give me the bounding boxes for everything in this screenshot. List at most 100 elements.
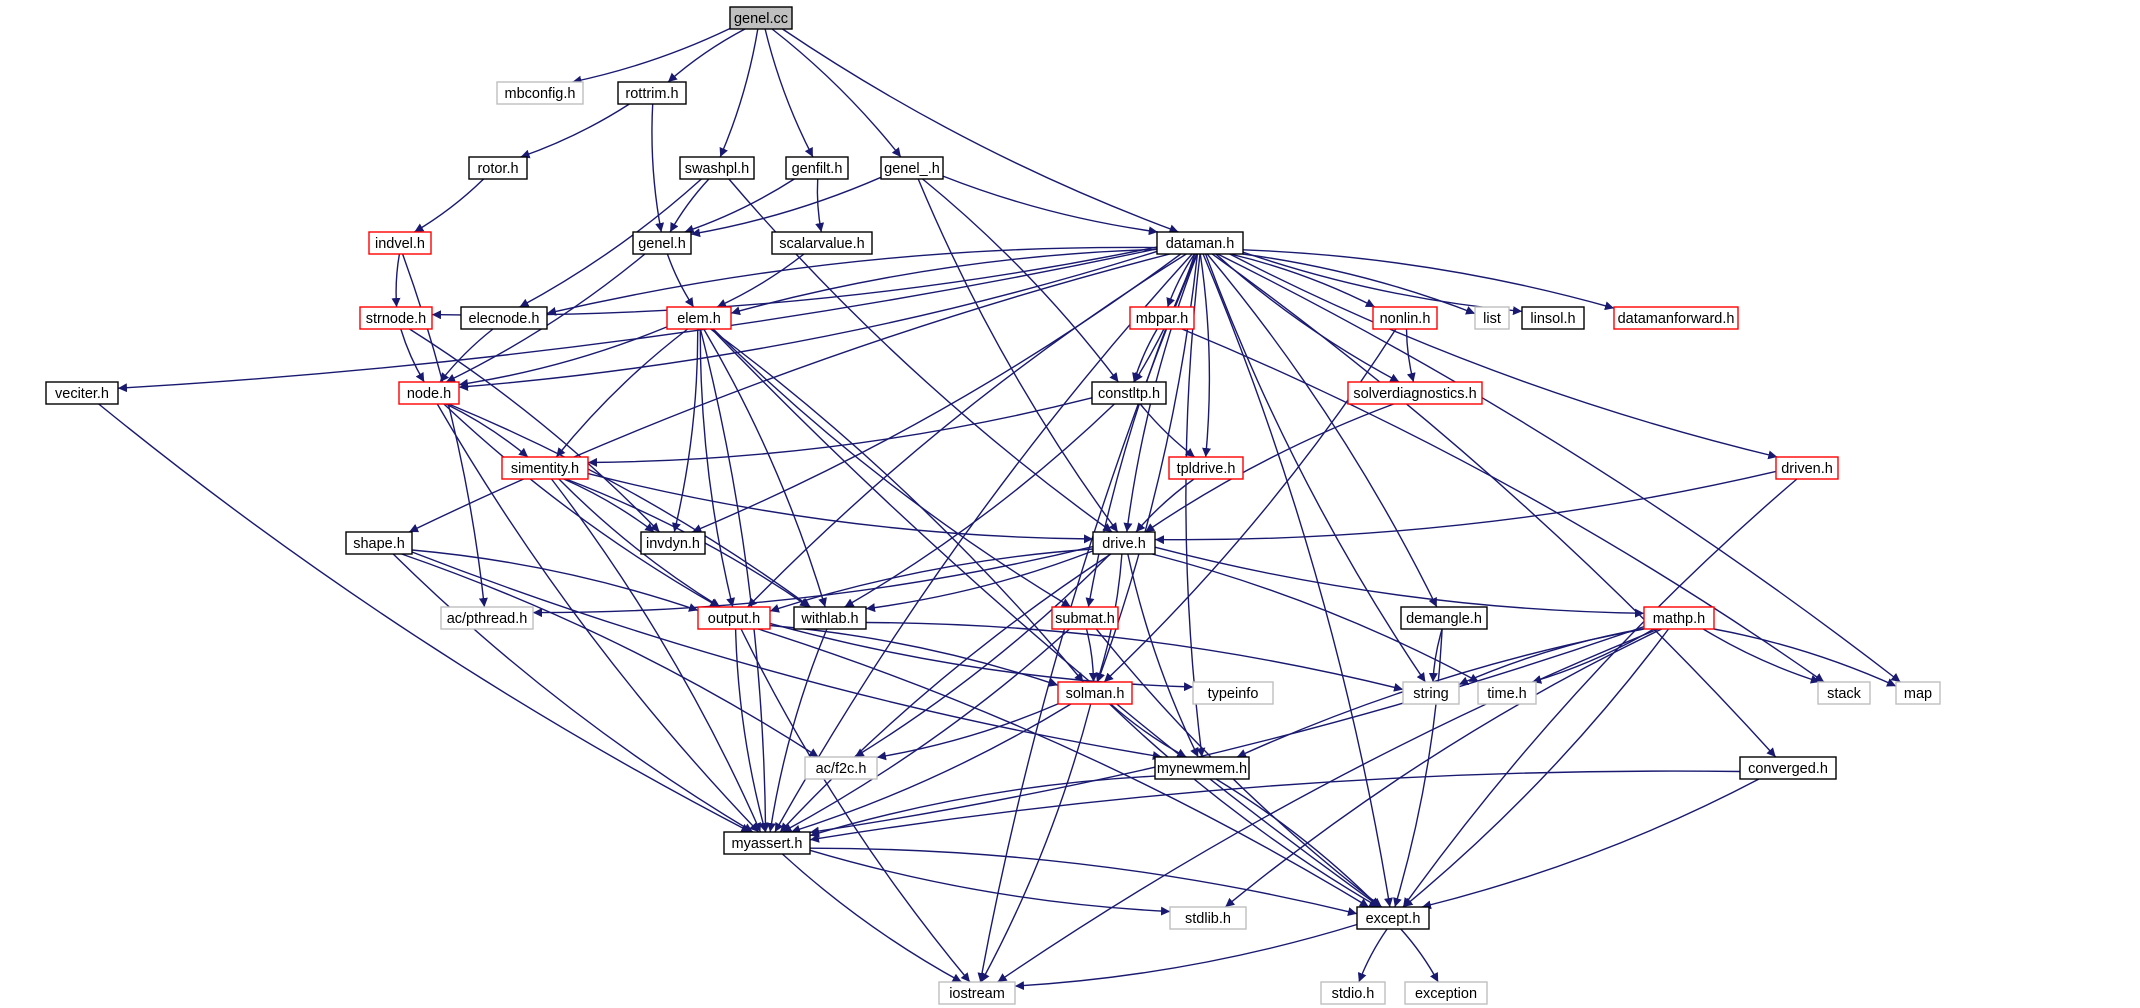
edge-elem-to-output <box>699 328 735 608</box>
node-nonlin[interactable]: nonlin.h <box>1372 306 1438 330</box>
edge-converged-to-myassert <box>809 770 1741 843</box>
node-tpldrive[interactable]: tpldrive.h <box>1168 456 1244 480</box>
node-converged[interactable]: converged.h <box>1739 756 1837 780</box>
edge-mathp-to-iostream <box>997 628 1659 983</box>
node-box-node <box>398 381 460 405</box>
node-label-genel: genel.h <box>638 236 686 252</box>
edge-dataman-to-list <box>1242 253 1476 315</box>
node-map[interactable]: map <box>1895 681 1941 705</box>
edge-shape-to-mynewmem <box>411 551 1162 760</box>
node-strnode[interactable]: strnode.h <box>359 306 433 330</box>
node-box-swashpl <box>679 156 755 180</box>
node-typeinfo[interactable]: typeinfo <box>1192 681 1274 705</box>
edge-genel_cc-to-rottrim <box>667 28 746 83</box>
node-box-rottrim <box>617 81 687 105</box>
node-datamanforward[interactable]: datamanforward.h <box>1613 306 1739 330</box>
node-pthread[interactable]: ac/pthread.h <box>440 606 534 630</box>
node-rotor[interactable]: rotor.h <box>468 156 528 180</box>
node-demangle[interactable]: demangle.h <box>1400 606 1488 630</box>
node-label-elecnode: elecnode.h <box>469 311 540 327</box>
edge-swashpl-to-genel <box>669 178 710 233</box>
node-elecnode[interactable]: elecnode.h <box>460 306 548 330</box>
node-box-mathp <box>1643 606 1715 630</box>
edge-genfilt-to-scalarvalue <box>815 178 825 233</box>
edge-elem-to-withlab <box>703 328 827 608</box>
node-output[interactable]: output.h <box>697 606 771 630</box>
node-veciter[interactable]: veciter.h <box>45 381 119 405</box>
node-box-converged <box>1739 756 1837 780</box>
node-constltp[interactable]: constltp.h <box>1091 381 1167 405</box>
node-swashpl[interactable]: swashpl.h <box>679 156 755 180</box>
node-driven[interactable]: driven.h <box>1775 456 1839 480</box>
node-rottrim[interactable]: rottrim.h <box>617 81 687 105</box>
node-dataman[interactable]: dataman.h <box>1156 231 1244 255</box>
node-box-genel <box>632 231 692 255</box>
node-label-tpldrive: tpldrive.h <box>1177 461 1236 477</box>
node-label-iostream: iostream <box>949 986 1005 1002</box>
node-scalarvalue[interactable]: scalarvalue.h <box>771 231 873 255</box>
node-label-strnode: strnode.h <box>366 311 426 327</box>
node-iostream[interactable]: iostream <box>938 981 1016 1005</box>
edge-shape-to-myassert <box>392 553 754 833</box>
edge-genel_-to-dataman <box>942 175 1158 236</box>
node-box-output <box>697 606 771 630</box>
edge-dataman-to-driven <box>1229 253 1778 460</box>
node-genel[interactable]: genel.h <box>632 231 692 255</box>
edge-withlab-to-myassert <box>767 628 828 833</box>
edge-submat-to-solman <box>1085 628 1098 683</box>
node-solverdiagnostics[interactable]: solverdiagnostics.h <box>1347 381 1483 405</box>
node-drive[interactable]: drive.h <box>1092 531 1156 555</box>
node-shape[interactable]: shape.h <box>345 531 413 555</box>
node-except[interactable]: except.h <box>1356 906 1430 930</box>
node-box-veciter <box>45 381 119 405</box>
node-time[interactable]: time.h <box>1477 681 1537 705</box>
node-label-linsol: linsol.h <box>1530 311 1575 327</box>
node-genel_cc[interactable]: genel.cc <box>729 6 793 30</box>
node-mbpar[interactable]: mbpar.h <box>1129 306 1195 330</box>
node-string[interactable]: string <box>1402 681 1460 705</box>
edge-solman-to-except <box>1109 703 1379 908</box>
node-f2c[interactable]: ac/f2c.h <box>804 756 878 780</box>
edge-rotor-to-indvel <box>414 178 485 233</box>
edge-except-to-exception <box>1400 928 1439 983</box>
node-stdlib[interactable]: stdlib.h <box>1169 906 1247 930</box>
node-myassert[interactable]: myassert.h <box>723 831 811 855</box>
node-solman[interactable]: solman.h <box>1057 681 1133 705</box>
nodes-layer: genel.cc mbconfig.h rottrim.h swashpl.h genf… <box>45 6 1941 1005</box>
edge-mathp-to-stdlib <box>1224 628 1663 908</box>
node-submat[interactable]: submat.h <box>1051 606 1119 630</box>
node-box-drive <box>1092 531 1156 555</box>
edge-rottrim-to-rotor <box>520 103 630 159</box>
node-mynewmem[interactable]: mynewmem.h <box>1154 756 1250 780</box>
edge-shape-to-f2c <box>401 553 819 758</box>
edge-scalarvalue-to-elem <box>716 253 805 308</box>
node-indvel[interactable]: indvel.h <box>368 231 432 255</box>
node-list[interactable]: list <box>1474 306 1510 330</box>
node-elem[interactable]: elem.h <box>666 306 732 330</box>
node-label-f2c: ac/f2c.h <box>816 761 867 777</box>
node-genel_[interactable]: genel_.h <box>880 156 944 180</box>
node-linsol[interactable]: linsol.h <box>1521 306 1585 330</box>
node-mbconfig[interactable]: mbconfig.h <box>496 81 584 105</box>
node-label-output: output.h <box>708 611 760 627</box>
node-node[interactable]: node.h <box>398 381 460 405</box>
node-label-elem: elem.h <box>677 311 721 327</box>
node-simentity[interactable]: simentity.h <box>501 456 589 480</box>
node-stdio[interactable]: stdio.h <box>1320 981 1386 1005</box>
edge-dataman-to-except <box>1202 253 1393 908</box>
node-stack[interactable]: stack <box>1817 681 1871 705</box>
edge-constltp-to-withlab <box>844 403 1115 608</box>
node-exception[interactable]: exception <box>1404 981 1488 1005</box>
edge-drive-to-pthread <box>532 545 1094 618</box>
node-box-mynewmem <box>1154 756 1250 780</box>
node-invdyn[interactable]: invdyn.h <box>640 531 706 555</box>
node-mathp[interactable]: mathp.h <box>1643 606 1715 630</box>
node-label-dataman: dataman.h <box>1166 236 1235 252</box>
edge-solverdiagnostics-to-drive <box>1144 403 1394 533</box>
node-label-shape: shape.h <box>353 536 405 552</box>
node-label-solman: solman.h <box>1066 686 1125 702</box>
edge-submat-to-myassert <box>782 628 1070 833</box>
node-withlab[interactable]: withlab.h <box>793 606 867 630</box>
node-genfilt[interactable]: genfilt.h <box>785 156 849 180</box>
edge-genel_cc-to-mbconfig <box>572 27 731 85</box>
